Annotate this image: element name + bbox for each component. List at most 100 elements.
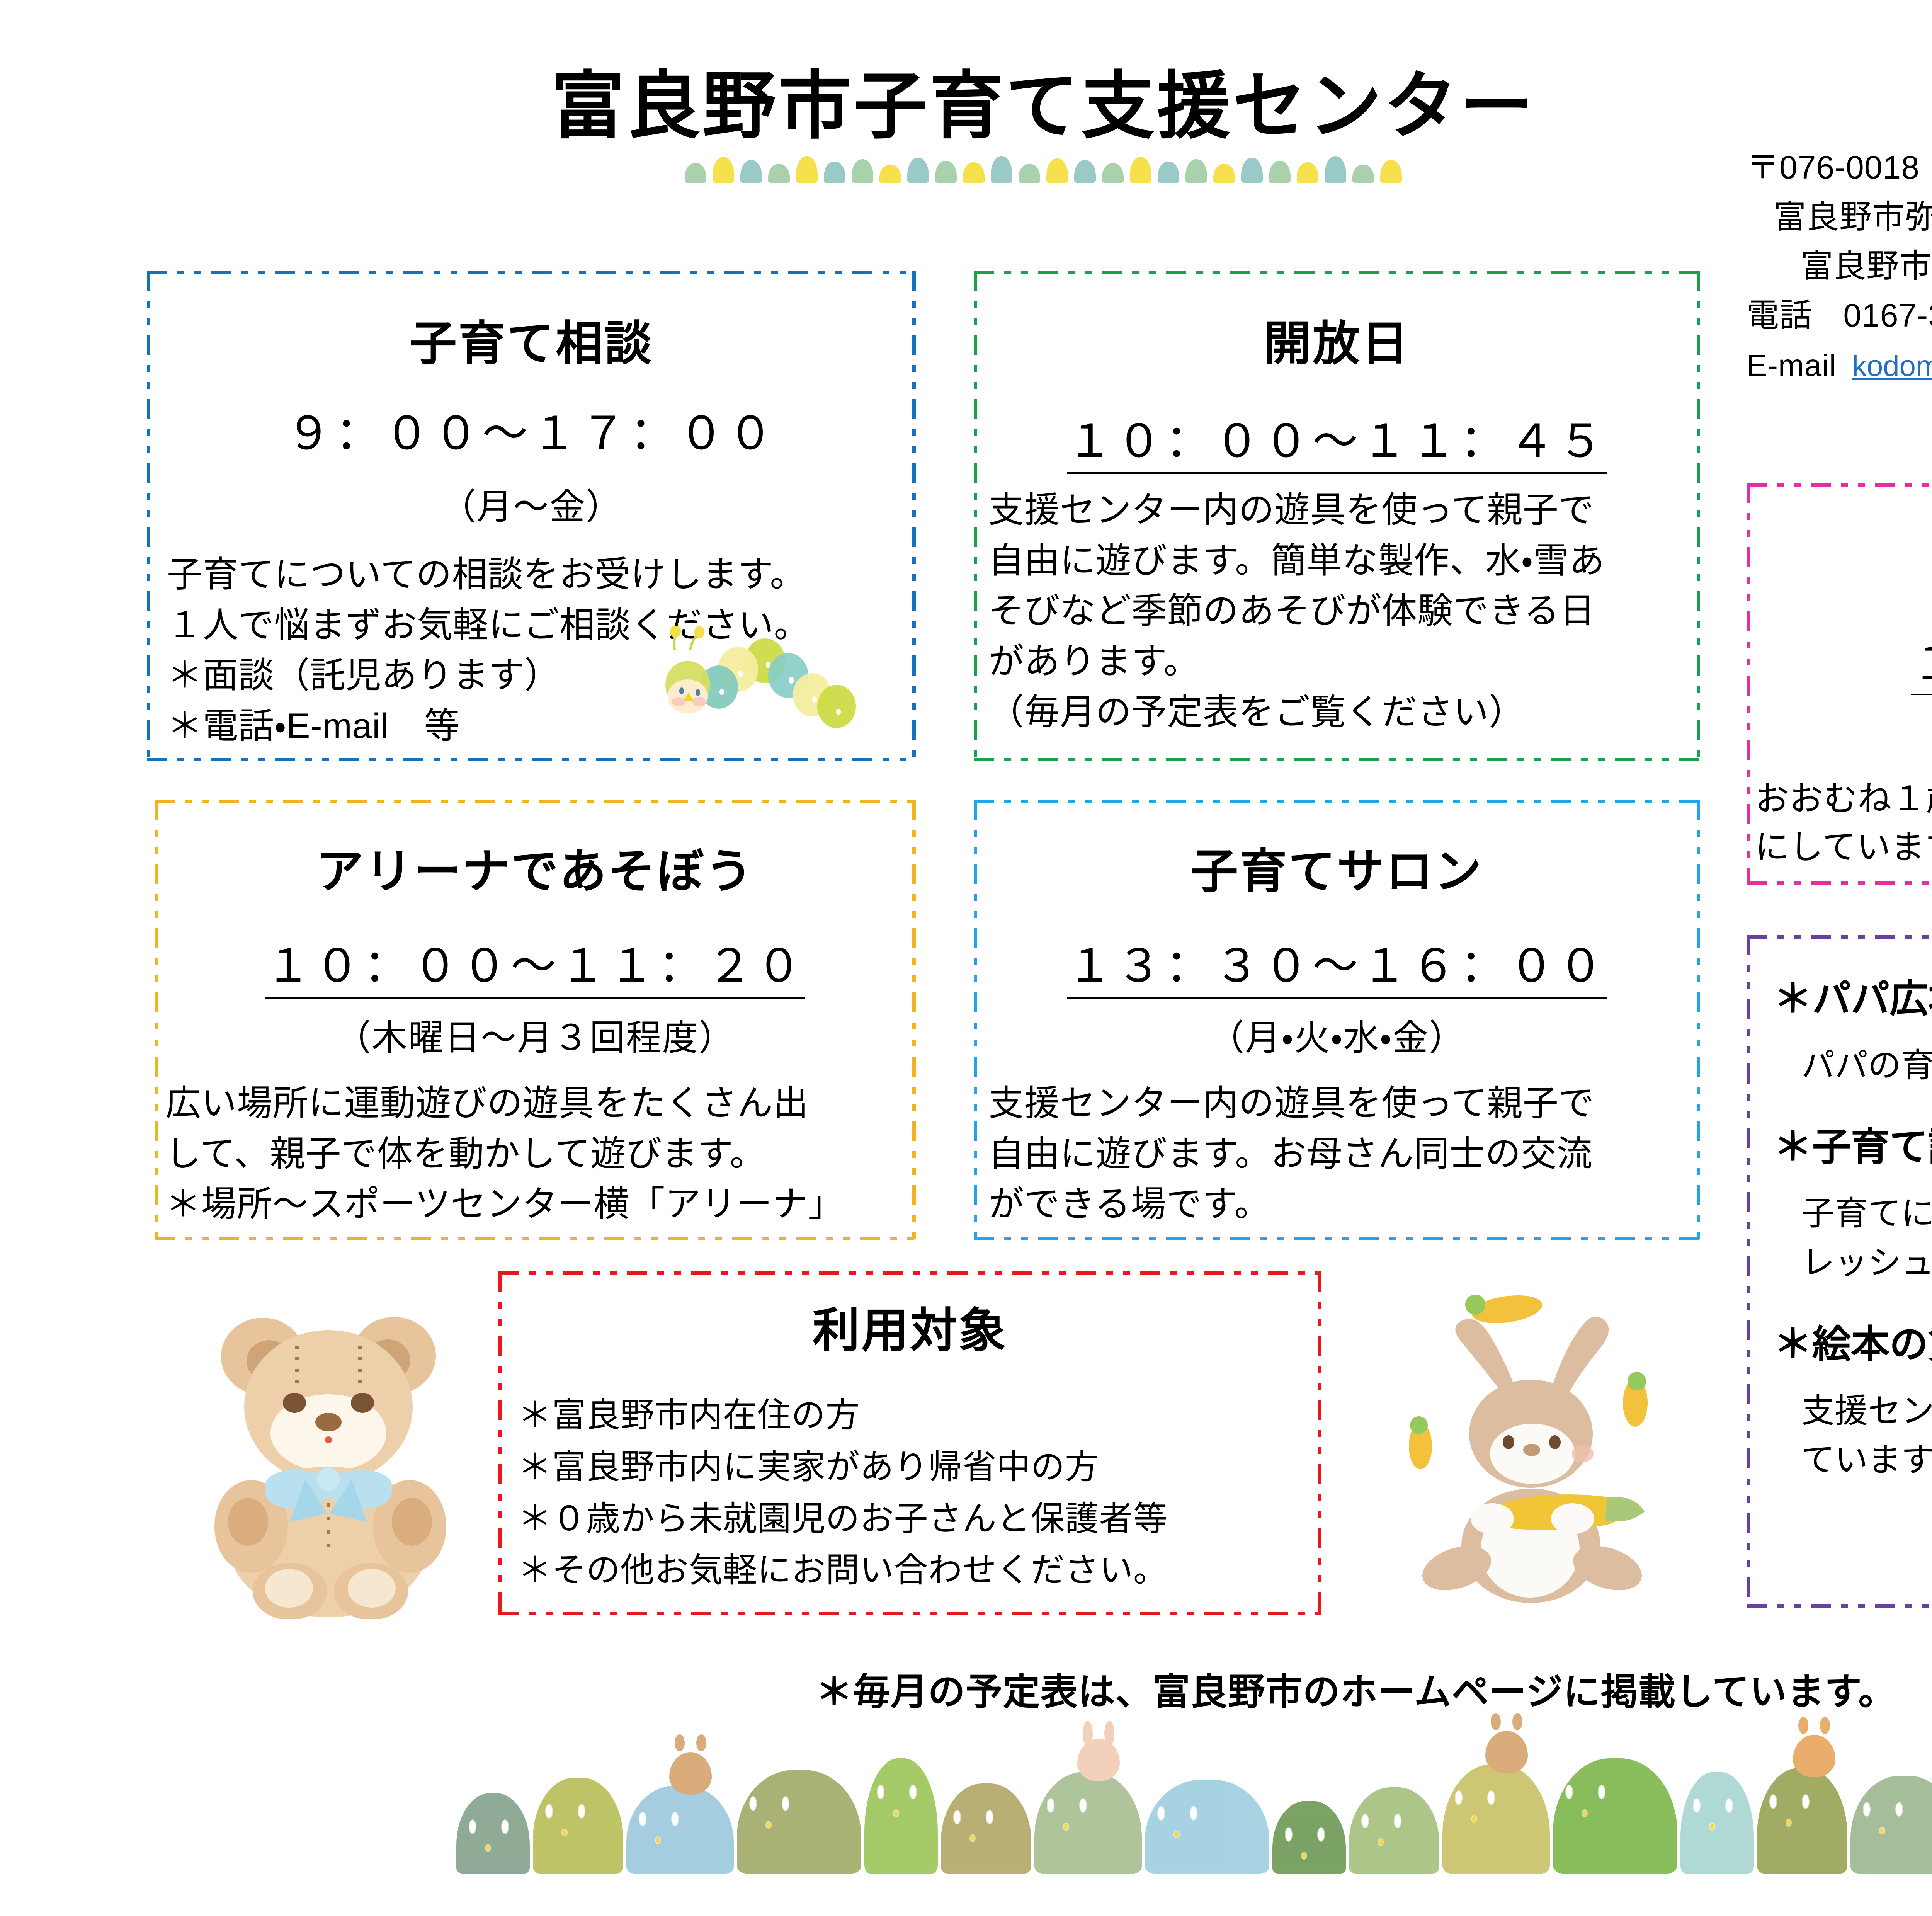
flower-icon [986,1811,993,1824]
grass-tuft-icon [907,158,929,183]
fox-icon [1793,1717,1836,1777]
flower-icon [639,1812,646,1826]
flower-icon [1726,1799,1732,1812]
panel-border [912,800,916,1240]
flower-icon [782,1797,789,1810]
panel-text-line: ＊富良野市内に実家があり帰省中の方 [518,1447,1099,1486]
panel-riyou-taishou: 利用対象 ＊富良野市内在住の方 ＊富良野市内に実家があり帰省中の方 ＊０歳から未… [498,1271,1321,1615]
program-heading: ＊子育て講座（年数回） [1774,1125,1932,1169]
grass-tuft-icon [1019,164,1040,183]
grass-tuft-icon [963,162,985,183]
panel-border [498,1271,502,1615]
carrot-icon [1623,1372,1648,1427]
flower-icon [1394,1814,1401,1828]
panel-text-line: １人で悩まずお気軽にご相談ください。 [167,605,810,645]
panel-text-line: そびなど季節のあそびが体験できる日 [988,591,1595,631]
phone-row: 電話 0167-39-2335（こども家庭センター番号） [1747,291,1932,340]
panel-border [974,758,1700,761]
panel-text-line: おおむね１歳までのお子さん（兄姉可）を対象 [1755,779,1932,818]
bush-icon [626,1734,734,1874]
panel-text-line: ＊面談（託児あります） [167,656,560,696]
flower-icon [1080,1799,1086,1812]
panel-border [147,758,916,761]
grass-tuft-icon [1380,160,1402,183]
flower-icon [672,1812,678,1826]
bush-icon [1757,1717,1847,1874]
panel-border [1747,483,1932,487]
panel-text-line: ＊０歳から未就園児のお子さんと保護者等 [518,1499,1168,1538]
page-title: 富良野市子育て支援センター [551,65,1536,147]
flower-icon [1709,1824,1714,1830]
flower-icon [970,1835,975,1841]
panel-text-line: ＊その他お気軽にお問い合わせください。 [518,1551,1168,1589]
panel-border [1747,483,1750,885]
panel-border [147,271,150,761]
panel-border [974,1237,1700,1240]
panel-border [974,271,977,761]
phone-label: 電話 [1747,297,1813,334]
program-body-line: 支援センターの絵本など、自由に貸し出しし [1801,1392,1932,1429]
panel-text-line: ＊場所～スポーツセンター横「アリーナ」 [165,1184,844,1224]
bush-icon [1349,1787,1439,1874]
bush-icon [1272,1801,1346,1874]
flower-icon [1879,1828,1884,1834]
email-link[interactable]: kodomo-ka@city.furano.hokkidou.jp [1852,349,1932,383]
program-body-line: パパの育児参加を応援します。 [1801,1047,1932,1084]
panel-time: １０：００～１１：４５ [1067,404,1607,474]
flower-icon [1896,1803,1902,1816]
panel-subtitle: （月・火・水・金） [1209,1018,1465,1058]
panel-title: ひよっこサロン [1747,519,1932,591]
panel-border [974,271,1700,274]
flower-icon [910,1785,916,1799]
postal-code: 〒076-0018 [1747,149,1920,185]
flower-icon [1693,1799,1700,1812]
panel-text-line: して、親子で体を動かして遊びます。 [165,1134,766,1174]
panel-border [147,271,916,274]
panel-border [155,800,158,1240]
bush-icon [456,1793,530,1874]
grass-tuft-icon [1241,158,1263,183]
program-heading: ＊パパ広場～年４回 [1774,977,1932,1021]
caterpillar-icon [665,626,856,728]
flower-icon [1786,1820,1791,1826]
panel-time: １０：００～１１：４５ [1911,626,1932,696]
flower-icon [1158,1807,1164,1820]
grass-tuft-icon [1074,160,1096,183]
flower-icon [1598,1785,1605,1799]
rabbit-icon [1077,1721,1120,1781]
panel-time: １３：３０～１６：００ [1067,929,1607,999]
panel-hiyokko-salon: ひよっこサロン １０：００～１１：４５ （金曜日） おおむね１歳までのお子さん（… [1747,483,1932,885]
grass-tuft-icon [1130,157,1151,183]
bush-icon [1553,1758,1677,1874]
flower-icon [1863,1803,1870,1816]
panel-kosodate-soudan: 子育て相談 ９：００～１７：００ （月～金） 子育てについての相談をお受けします… [147,271,916,761]
grass-stripe-icon [522,156,1565,183]
flower-icon [1455,1791,1462,1804]
panel-text-line: 支援センター内の遊具を使って親子で [988,1084,1594,1123]
grass-tuft-icon [740,160,762,183]
phone-number[interactable]: 0167-39-2335 [1843,297,1932,334]
panel-text-line: ＊富良野市内在住の方 [518,1396,860,1434]
bush-icon [1442,1713,1550,1874]
panel-border [498,1271,1321,1275]
panel-border [974,800,1700,803]
panel-text-line: にしています。同年齢の親子で交流ができます。 [1755,827,1932,866]
flower-icon [1190,1807,1197,1820]
grass-tuft-icon [991,156,1012,183]
bush-row-with-animals-icon [0,1712,1932,1874]
panel-text-line: （毎月の予定表をご覧ください） [988,692,1525,732]
panel-border [1697,271,1700,761]
flower-icon [655,1837,660,1843]
carrot-icon [1409,1416,1432,1469]
panel-border [1747,881,1932,885]
grass-tuft-icon [768,164,790,183]
grass-tuft-icon [1269,161,1291,183]
panel-title: 子育てサロン [1191,845,1483,898]
bush-icon [736,1770,861,1874]
flower-icon [1566,1785,1572,1799]
flower-icon [1285,1828,1292,1841]
panel-subtitle: （金曜日） [1747,706,1932,758]
panel-title: 子育て相談 [410,317,653,370]
grass-tuft-icon [1046,158,1068,183]
flower-icon [1582,1810,1587,1816]
